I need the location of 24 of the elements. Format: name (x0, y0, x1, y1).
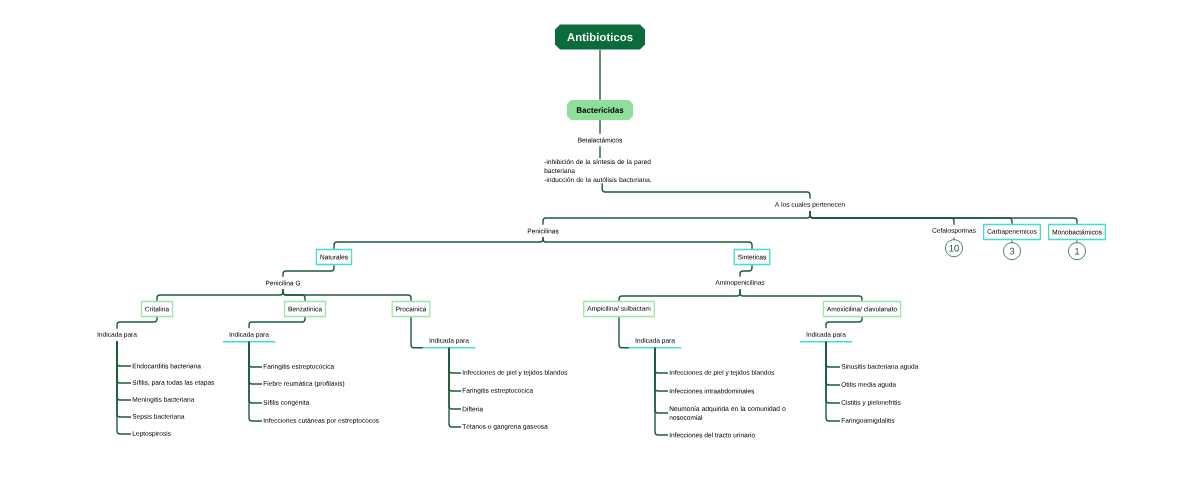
connector-line (116, 340, 132, 435)
connector-line (599, 119, 601, 135)
connector-line (448, 347, 462, 428)
connector-line (601, 182, 811, 200)
connector-line (654, 347, 669, 436)
connector-line (618, 316, 630, 349)
connector-line (116, 316, 158, 330)
connector-line (282, 288, 412, 302)
count-badge: 1 (1068, 239, 1086, 261)
connector-line (599, 145, 601, 159)
connector-line (825, 316, 863, 329)
root-topic-box: Antibioticos (555, 24, 645, 50)
count-badge: 3 (1003, 239, 1021, 261)
count-badge: 10 (945, 236, 963, 258)
connector-line (248, 341, 263, 422)
connector-line (410, 316, 424, 349)
connector-line (282, 264, 335, 278)
connector-line (248, 316, 306, 329)
connector-line (809, 210, 1078, 225)
connector-line (739, 288, 863, 302)
connector-line (599, 49, 601, 101)
connector-line (542, 236, 753, 250)
connector-line (739, 264, 753, 278)
connector-line (825, 341, 841, 422)
